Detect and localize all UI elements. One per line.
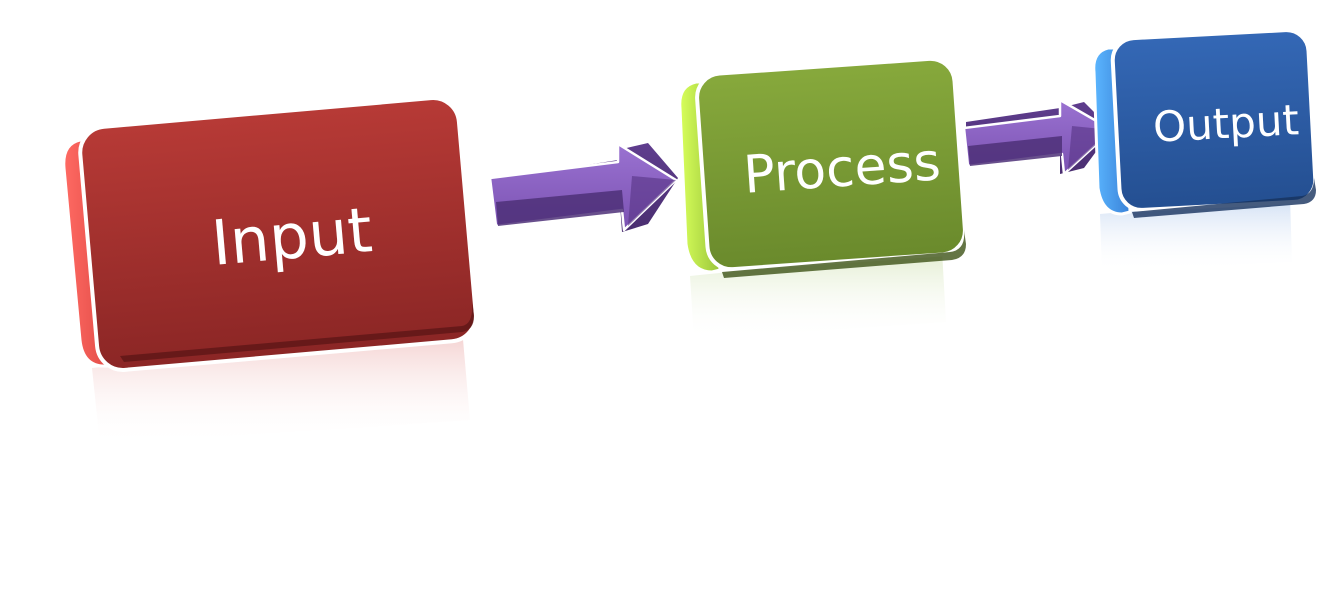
- process-label: Process: [742, 132, 943, 206]
- arrow-1-head-shade: [628, 176, 676, 226]
- input-label: Input: [209, 193, 375, 280]
- process-box-face: [695, 56, 967, 272]
- node-output[interactable]: Output: [1092, 28, 1318, 272]
- arrow-input-to-process: [488, 142, 678, 232]
- input-box-face: [78, 96, 478, 372]
- node-process[interactable]: Process: [678, 56, 967, 340]
- node-input[interactable]: Input: [62, 96, 478, 445]
- output-label: Output: [1152, 95, 1300, 152]
- arrow-1-shade: [496, 190, 624, 226]
- input-bottom-edge: [120, 300, 474, 362]
- input-reflection: [92, 328, 470, 445]
- arrow-2-shade: [968, 136, 1062, 166]
- arrow-process-to-output: [962, 98, 1114, 176]
- output-bottom-edge: [1132, 178, 1316, 218]
- process-bottom-edge: [722, 230, 966, 278]
